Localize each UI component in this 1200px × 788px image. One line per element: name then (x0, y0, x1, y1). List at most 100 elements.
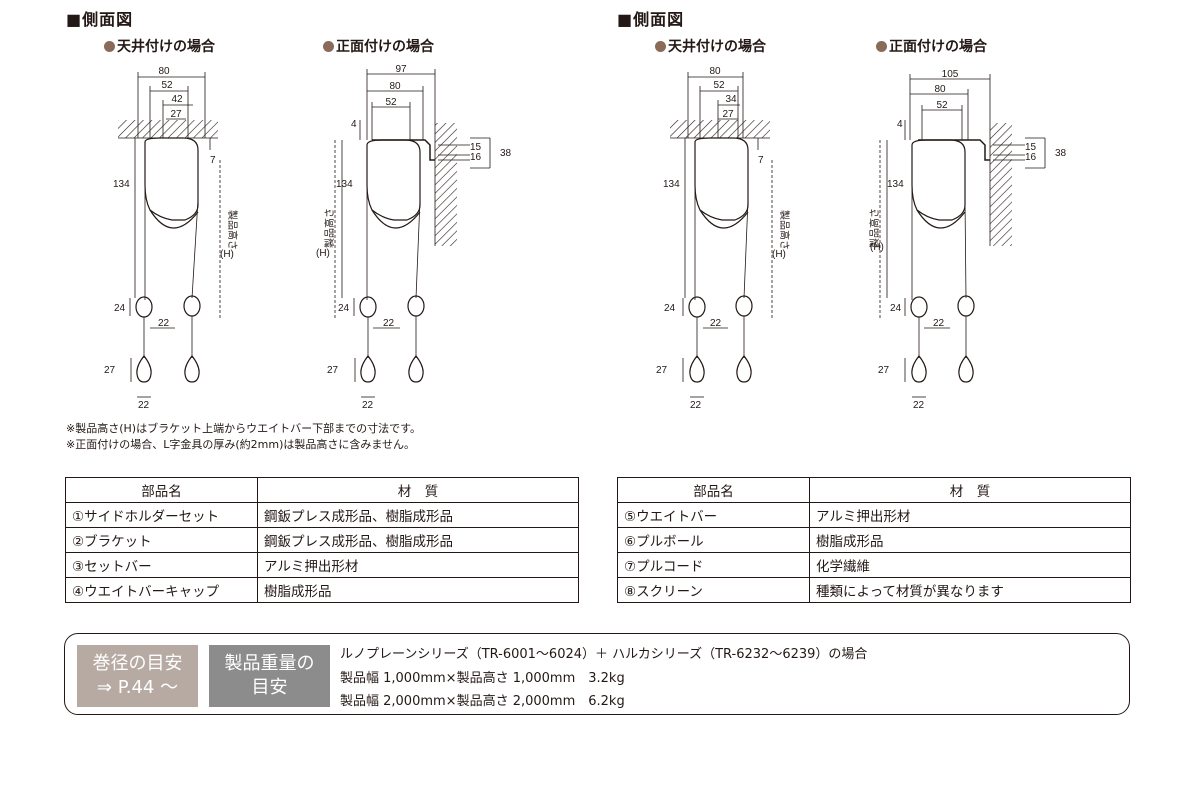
part-name: ②ブラケット (65, 527, 258, 553)
dim-label: 16 (1025, 152, 1037, 163)
diagram-title-ceiling-left: 天井付けの場合 (104, 36, 215, 56)
side-view-diagrams: 80 52 42 27 134 7 製品高さ (H) 24 22 27 22 (104, 64, 1067, 411)
dim-label: 134 (887, 179, 904, 190)
dim-label: 80 (934, 84, 946, 95)
dim-label: 4 (897, 119, 903, 130)
parts-table-right: 部品名 材 質 ⑤ウエイトバーアルミ押出形材 ⑥プルボール樹脂成形品 ⑦プルコー… (617, 477, 1131, 603)
dim-label: 24 (890, 303, 902, 314)
parts-table-left: 部品名 材 質 ①サイドホルダーセット鋼鈑プレス成形品、樹脂成形品 ②ブラケット… (65, 477, 579, 603)
table-row: ⑧スクリーン種類によって材質が異なります (617, 577, 1131, 603)
pull-weight (184, 355, 200, 383)
dim-label: 22 (913, 400, 925, 411)
weight-row-1: 製品幅 1,000mm×製品高さ 1,000mm 3.2kg (340, 671, 625, 686)
dim-label: 22 (138, 400, 150, 411)
diagram-ceiling-mount-right (670, 72, 773, 398)
col-header-name: 部品名 (65, 477, 258, 503)
dim-label: 52 (385, 97, 397, 108)
dim-label: 38 (500, 148, 512, 159)
dim-label: 16 (470, 152, 482, 163)
dim-label: 134 (336, 179, 353, 190)
diagram-front-mount-right (879, 74, 1046, 398)
dim-label: 134 (113, 179, 130, 190)
part-name: ⑤ウエイトバー (617, 502, 810, 528)
dim-label: 製品高さ (323, 208, 336, 248)
weight-tag: 製品重量の目安 (209, 645, 330, 707)
table-row: ⑤ウエイトバーアルミ押出形材 (617, 502, 1131, 528)
dim-label: 42 (171, 94, 183, 105)
table-row: ①サイドホルダーセット鋼鈑プレス成形品、樹脂成形品 (65, 502, 579, 528)
l-bracket (918, 139, 990, 161)
diagram-ceiling-mount-left (118, 72, 221, 398)
col-header-name: 部品名 (617, 477, 810, 503)
dim-label: (H) (772, 249, 786, 260)
roll-body (366, 139, 421, 221)
dim-label: 80 (158, 66, 170, 77)
col-header-material: 材 質 (257, 477, 579, 503)
note-line-2: ※正面付けの場合、L字金具の厚み(約2mm)は製品高さに含みません。 (66, 438, 416, 451)
dim-label: 22 (383, 318, 395, 329)
dim-label: 24 (114, 303, 126, 314)
dim-label: 97 (395, 64, 407, 75)
weight-info-box (64, 633, 1130, 715)
dim-label: 24 (664, 303, 676, 314)
table-row: ⑦プルコード化学繊維 (617, 552, 1131, 578)
weight-series: ルノプレーンシリーズ（TR-6001～6024）＋ ハルカシリーズ（TR-623… (340, 647, 868, 662)
pull-weight (408, 355, 424, 383)
dim-label: (H) (316, 248, 330, 259)
dim-label: (H) (870, 242, 884, 253)
dim-label: 製品高さ (778, 210, 791, 250)
dim-label: 105 (942, 69, 959, 80)
diagram-title-front-right: 正面付けの場合 (876, 36, 987, 56)
dim-label: 22 (933, 318, 945, 329)
wall-hatch (435, 123, 457, 246)
diagram-front-mount-left (334, 69, 491, 398)
part-material: 樹脂成形品 (257, 577, 579, 603)
part-name: ④ウエイトバーキャップ (65, 577, 258, 603)
dim-label: 7 (758, 155, 764, 166)
part-material: 種類によって材質が異なります (809, 577, 1131, 603)
part-material: 鋼鈑プレス成形品、樹脂成形品 (257, 527, 579, 553)
dim-label: 80 (709, 66, 721, 77)
table-row: ⑥プルボール樹脂成形品 (617, 527, 1131, 553)
pull-ball (688, 296, 706, 318)
part-material: 化学繊維 (809, 552, 1131, 578)
dim-label: 22 (362, 400, 374, 411)
diagram-title-ceiling-right: 天井付けの場合 (655, 36, 766, 56)
pull-weight (689, 355, 705, 383)
notes: ※製品高さ(H)はブラケット上端からウエイトバー下部までの寸法です。 ※正面付け… (66, 421, 421, 453)
dim-label: 4 (351, 119, 357, 130)
dim-label: 34 (725, 94, 737, 105)
bullet-icon (323, 41, 334, 52)
dim-label: 製品高さ (868, 208, 881, 248)
dim-label: 80 (389, 81, 401, 92)
l-bracket (372, 139, 435, 161)
dim-label: 27 (327, 365, 339, 376)
pull-ball (183, 295, 201, 317)
weight-row-2: 製品幅 2,000mm×製品高さ 2,000mm 6.2kg (340, 694, 625, 709)
note-line-1: ※製品高さ(H)はブラケット上端からウエイトバー下部までの寸法です。 (66, 422, 421, 435)
part-name: ③セットバー (65, 552, 258, 578)
pull-weight (911, 355, 927, 383)
col-header-material: 材 質 (809, 477, 1131, 503)
dim-label: 52 (936, 100, 948, 111)
roll-body (694, 137, 749, 221)
dim-label: 製品高さ (226, 210, 239, 250)
table-row: ④ウエイトバーキャップ樹脂成形品 (65, 577, 579, 603)
roll-diameter-page: ⇒ P.44 ～ (96, 677, 179, 698)
roll-body (911, 139, 966, 221)
dim-label: 27 (104, 365, 116, 376)
pull-ball (735, 295, 753, 317)
roll-diameter-label: 巻径の目安 (92, 653, 183, 674)
roll-diameter-link[interactable]: 巻径の目安 ⇒ P.44 ～ (77, 645, 198, 707)
diagram-title-front-left: 正面付けの場合 (323, 36, 434, 56)
bullet-icon (655, 41, 666, 52)
dim-label: 24 (338, 303, 350, 314)
part-name: ⑦プルコード (617, 552, 810, 578)
dim-label: 22 (158, 318, 170, 329)
pull-weight (136, 355, 152, 383)
ceiling-hatch (670, 120, 770, 138)
part-material: 樹脂成形品 (809, 527, 1131, 553)
dim-label: 52 (161, 80, 173, 91)
part-name: ⑥プルボール (617, 527, 810, 553)
dim-label: 15 (1025, 142, 1037, 153)
